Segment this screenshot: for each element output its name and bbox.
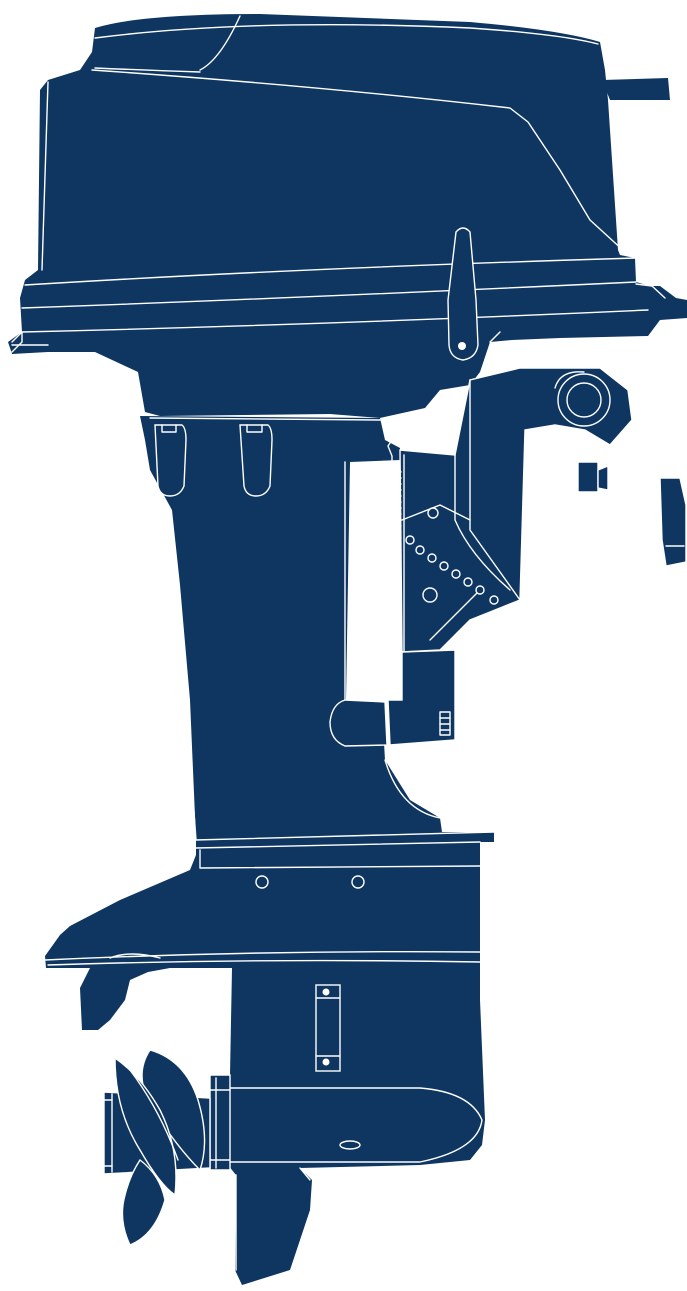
clamp-screw [577,461,687,567]
driveshaft-housing [44,416,495,1285]
tilt-pin-holes [405,535,499,605]
tilt-spring [387,431,402,579]
propeller [103,1049,211,1246]
housing-bolts [255,875,365,889]
swivel-pivot [554,371,611,427]
skeg [235,1167,311,1271]
transom-bracket [329,367,633,747]
engine-cowling [8,14,687,418]
intake-slots [154,424,273,497]
gearcase [209,1074,483,1171]
shift-lever [447,227,501,361]
trim-tab-bracket [315,984,341,1072]
